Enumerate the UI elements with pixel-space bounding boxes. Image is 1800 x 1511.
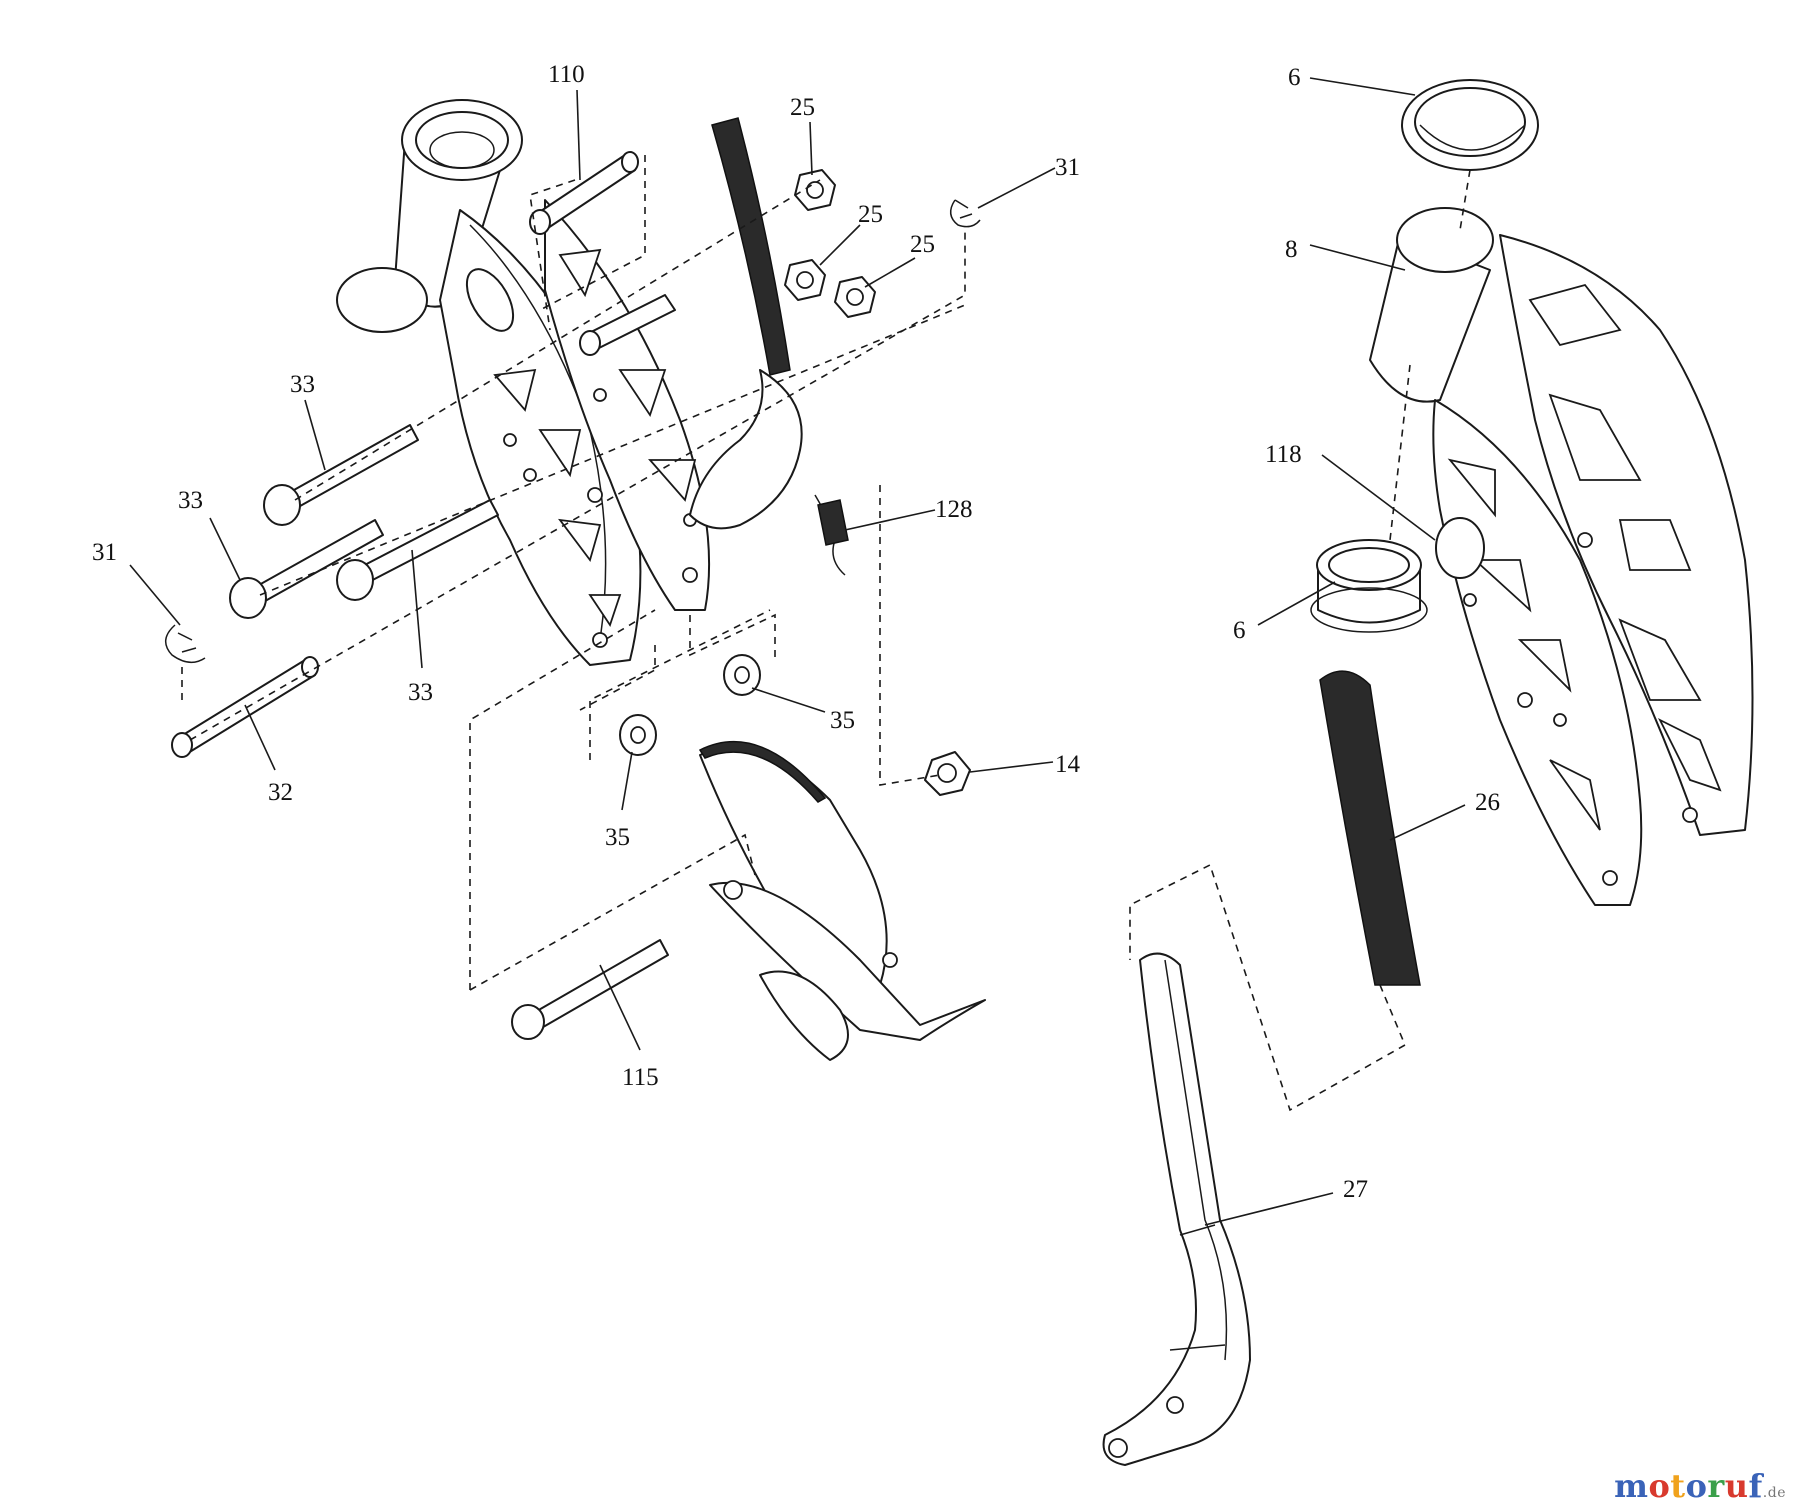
- nut-25-b: [784, 259, 826, 301]
- head-tube: [336, 99, 523, 333]
- blade: [698, 741, 986, 1061]
- bolt-115: [511, 939, 669, 1040]
- callout-33-c: 33: [408, 679, 433, 706]
- watermark-letter: f: [1748, 1467, 1763, 1505]
- callout-35-b: 35: [605, 824, 630, 851]
- watermark-letter: r: [1707, 1467, 1725, 1505]
- bolt-33-lower: [336, 499, 499, 601]
- right-frame-plate-front: [1432, 399, 1643, 906]
- callout-35-a: 35: [830, 707, 855, 734]
- pin-32: [171, 656, 319, 758]
- callout-6-b: 6: [1233, 617, 1246, 644]
- callout-118: 118: [1265, 441, 1302, 468]
- callout-25-c: 25: [910, 231, 935, 258]
- pin-middle: [579, 294, 676, 356]
- bolt-33-top: [263, 424, 419, 526]
- callout-32: 32: [268, 779, 293, 806]
- callout-128: 128: [935, 496, 973, 523]
- watermark-letters: motoruf: [1614, 1467, 1763, 1505]
- right-frame-plate-rear: [1499, 234, 1754, 836]
- callout-14: 14: [1055, 751, 1081, 778]
- callout-6-a: 6: [1288, 64, 1301, 91]
- watermark-letter: o: [1685, 1467, 1708, 1505]
- nut-25-a: [794, 169, 836, 211]
- nut-14: [924, 751, 971, 796]
- handle-27: [1102, 952, 1251, 1466]
- callout-110: 110: [548, 61, 585, 88]
- cup-6-top: [1401, 79, 1539, 171]
- washer-35-right: [723, 654, 761, 696]
- callout-26: 26: [1475, 789, 1500, 816]
- callout-33-b: 33: [178, 487, 203, 514]
- callout-25-a: 25: [790, 94, 815, 121]
- cap-118: [1435, 517, 1485, 579]
- pin-110: [529, 151, 639, 235]
- callout-25-b: 25: [858, 201, 883, 228]
- inner-plate: [544, 199, 711, 611]
- assembly-lines-left: [181, 155, 966, 991]
- spring-128: [814, 494, 849, 576]
- e-clip-31-left: [165, 624, 206, 664]
- handle-arm: [689, 117, 803, 530]
- callout-31-a: 31: [1055, 154, 1080, 181]
- watermark-suffix: .de: [1762, 1485, 1786, 1501]
- watermark-letter: m: [1614, 1467, 1649, 1505]
- bolt-33-middle: [229, 519, 384, 619]
- cup-6-bottom: [1310, 539, 1428, 633]
- watermark-letter: o: [1648, 1467, 1671, 1505]
- watermark-letter: u: [1724, 1467, 1749, 1505]
- callout-8: 8: [1285, 236, 1298, 263]
- callout-115: 115: [622, 1064, 659, 1091]
- e-clip-31-right: [949, 199, 981, 228]
- assembly-lines-right: [1129, 169, 1471, 1112]
- watermark-letter: t: [1670, 1467, 1686, 1505]
- grip-26: [1319, 670, 1421, 986]
- washer-35-left: [619, 714, 657, 756]
- nut-25-c: [834, 276, 876, 318]
- tube-8: [1369, 207, 1494, 403]
- leader-lines: [129, 77, 1466, 1226]
- callout-27: 27: [1343, 1176, 1368, 1203]
- watermark-logo: motoruf.de: [1614, 1467, 1786, 1505]
- callout-31-b: 31: [92, 539, 117, 566]
- callout-labels: 110 25 25 25 31 33 33 33 31 32 128 35 35…: [92, 61, 1500, 1203]
- callout-33-a: 33: [290, 371, 315, 398]
